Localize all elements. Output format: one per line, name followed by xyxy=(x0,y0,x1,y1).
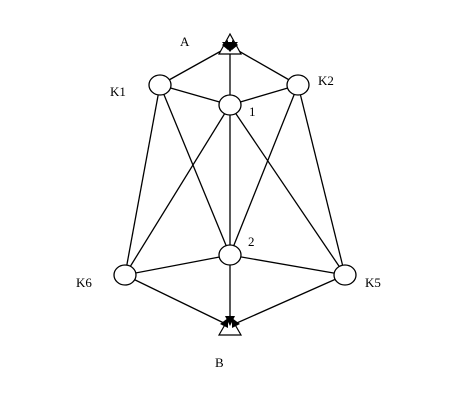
arrowhead-a-right xyxy=(232,40,238,50)
edge-n1-k6 xyxy=(124,104,231,276)
edge-k6-b xyxy=(124,274,231,327)
node-label-k1: K1 xyxy=(110,84,126,99)
edge-k1-k6 xyxy=(124,84,161,276)
arrowhead-b-left xyxy=(220,318,228,328)
node-label-k5: K5 xyxy=(365,275,381,290)
labels-layer: A B K1 K2 1 2 K6 K5 xyxy=(76,34,381,370)
node-label-k2: K2 xyxy=(318,73,334,88)
edge-k2-n2 xyxy=(229,84,299,256)
edge-a-k2 xyxy=(229,45,299,86)
edge-k6-n2 xyxy=(124,254,231,276)
arrowhead-a-left xyxy=(222,40,228,50)
edge-k1-n2 xyxy=(159,84,231,256)
edge-n1-k2 xyxy=(229,84,299,106)
edge-a-k1 xyxy=(159,45,231,86)
node-k1 xyxy=(148,74,172,96)
edge-k2-k5 xyxy=(297,84,346,276)
nodes-layer xyxy=(113,32,357,336)
node-k6 xyxy=(113,264,137,286)
node-label-1: 1 xyxy=(249,104,256,119)
edges-layer xyxy=(124,45,346,327)
node-k5 xyxy=(333,264,357,286)
edge-k1-n1 xyxy=(159,84,231,106)
node-n2 xyxy=(218,244,242,266)
arrowhead-b-center xyxy=(225,316,235,326)
node-n1 xyxy=(218,94,242,116)
anchor-label-b: B xyxy=(215,355,224,370)
arrowhead-b-right xyxy=(232,318,240,328)
node-label-2: 2 xyxy=(248,234,255,249)
edge-n2-k5 xyxy=(229,254,346,276)
node-k2 xyxy=(286,74,310,96)
anchor-label-a: A xyxy=(180,34,190,49)
edge-n1-k5 xyxy=(229,104,346,276)
node-label-k6: K6 xyxy=(76,275,92,290)
edge-k5-b xyxy=(229,274,346,327)
